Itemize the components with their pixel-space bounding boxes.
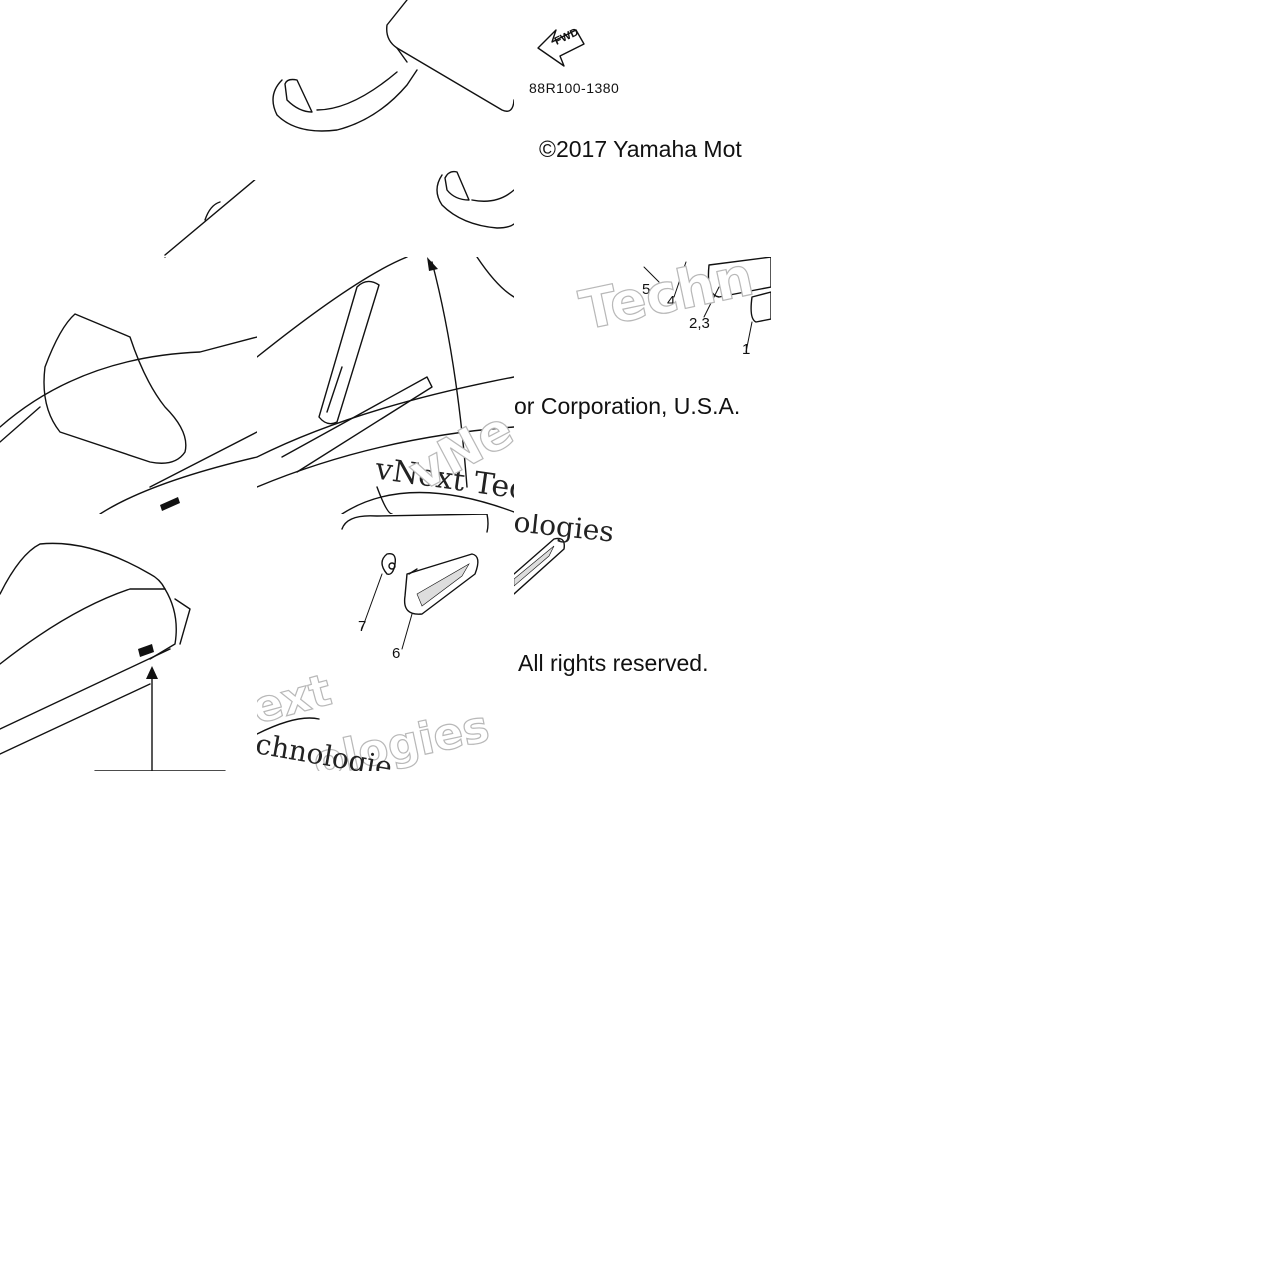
tile-reflector-detail: 7 6 ext ologies chnologie [257,514,514,771]
callout-5: 5 [642,281,651,298]
tile-seat-lever: vNext Tec vNe [257,257,514,514]
windshield-drawing [0,257,257,514]
reflector-fragment-drawing [514,537,565,595]
reflector-parts-drawing [643,257,771,353]
callout-6: 6 [392,645,401,662]
callout-7: 7 [358,618,367,635]
tile-rights: Technologies All rights reserved. [514,514,771,771]
copyright-line-2: or Corporation, U.S.A. [514,393,741,419]
tile-grab-bar-top [257,0,514,257]
tile-windshield-top-lines [0,180,257,257]
callout-4: 4 [667,293,676,310]
reflector-detail-drawing [257,514,489,735]
drawing-number: 88R100-1380 [529,80,620,96]
tile-seat [0,514,257,771]
copyright-line-1: ©2017 Yamaha Mot [539,136,742,162]
tile-reflector-parts: 5 4 2,3 1 Techn or Corporation, U.S.A. [514,257,771,514]
windshield-top-lines [164,180,256,256]
tile-fwd-copyright: FWD 88R100-1380 ©2017 Yamaha Mot [514,0,771,257]
tile-windshield [0,257,257,514]
grab-bar-drawing [272,0,514,229]
fwd-arrow-icon [537,29,585,67]
copyright-line-3: All rights reserved. [518,650,709,676]
callout-2-3: 2,3 [689,315,710,332]
callout-1: 1 [742,341,751,358]
seat-drawing [0,542,226,771]
seat-lever-drawing [257,257,514,514]
